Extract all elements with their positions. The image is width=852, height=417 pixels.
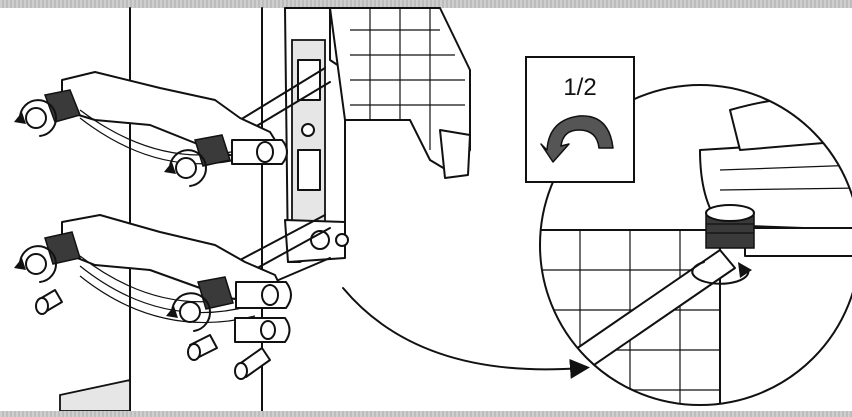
nut-upper-right — [164, 134, 231, 187]
bolt-ends — [35, 289, 271, 412]
back-bracket — [284, 7, 471, 263]
lower-clamp — [61, 214, 292, 343]
pole — [129, 7, 263, 412]
nut-upper-left — [14, 89, 82, 137]
bottom-frame-border — [0, 411, 852, 417]
turn-fraction-label: 1/2 — [563, 74, 597, 101]
upper-clamp — [61, 71, 288, 165]
rotation-instruction-box: 1/2 — [525, 56, 635, 183]
counterclockwise-arrow-icon — [540, 115, 614, 163]
detail-pointer-arrow — [342, 287, 590, 379]
top-frame-border — [0, 0, 852, 8]
nut-lower-right — [166, 276, 234, 332]
nut-lower-left — [14, 231, 81, 283]
